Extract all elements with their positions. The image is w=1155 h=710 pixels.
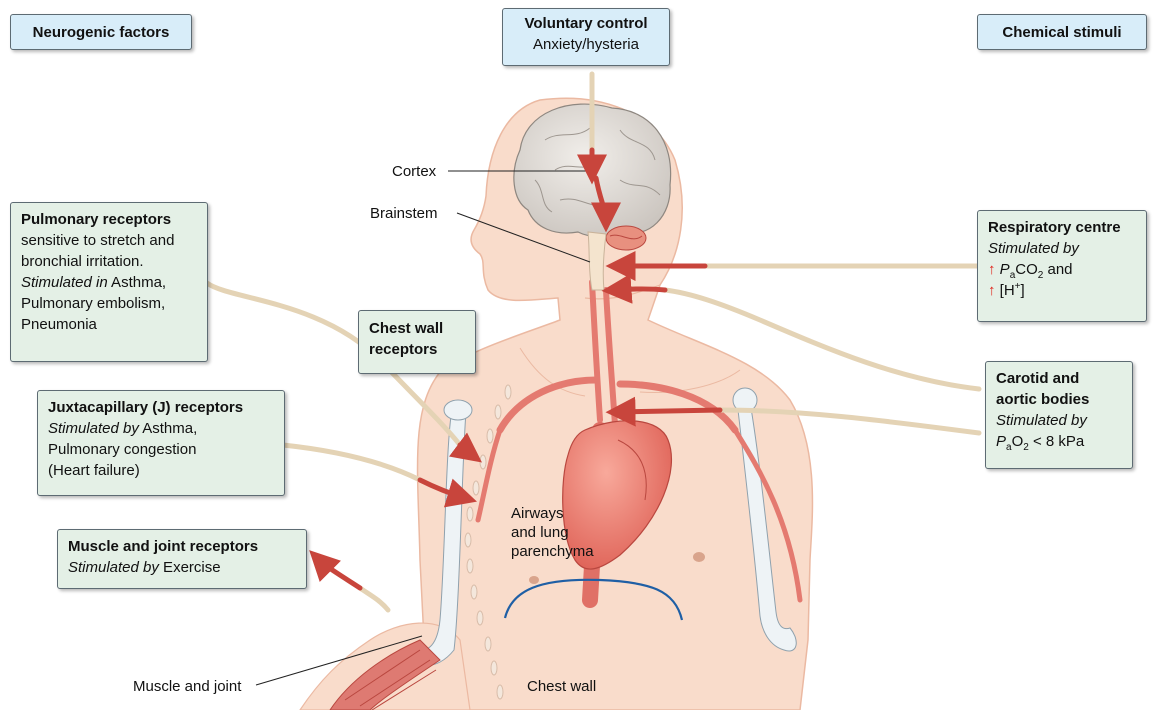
neurogenic-factors-title: Neurogenic factors xyxy=(21,22,181,43)
respiratory-and: and xyxy=(1043,261,1072,278)
muscle-joint-line1-italic: Stimulated by xyxy=(68,559,159,576)
chest-wall-receptors-box: Chest wall receptors xyxy=(358,310,476,374)
respiratory-line2: ↑ PaCO2 and xyxy=(988,259,1136,280)
pulmonary-line3-italic: Stimulated in xyxy=(21,274,108,291)
brainstem-label: Brainstem xyxy=(370,204,438,223)
carotid-o: O xyxy=(1012,433,1024,450)
juxtacapillary-receptors-box: Juxtacapillary (J) receptors Stimulated … xyxy=(37,390,285,496)
airways-label-1: Airways xyxy=(511,504,564,523)
respiratory-h-open: [H xyxy=(1000,282,1015,299)
voluntary-control-text: Anxiety/hysteria xyxy=(513,34,659,55)
airways-label-2: and lung xyxy=(511,523,569,542)
respiratory-line1: Stimulated by xyxy=(988,238,1136,259)
chemical-stimuli-title: Chemical stimuli xyxy=(988,22,1136,43)
muscle-joint-line1: Stimulated by Exercise xyxy=(68,557,296,578)
carotid-aortic-box: Carotid and aortic bodies Stimulated by … xyxy=(985,361,1133,469)
pulmonary-receptors-box: Pulmonary receptors sensitive to stretch… xyxy=(10,202,208,362)
cortex-label: Cortex xyxy=(392,162,436,181)
respiratory-p: P xyxy=(1000,261,1010,278)
respiratory-line3: ↑ [H+] xyxy=(988,280,1136,301)
juxtacapillary-line1: Stimulated by Asthma, xyxy=(48,418,274,439)
carotid-p: P xyxy=(996,433,1006,450)
chemical-stimuli-header: Chemical stimuli xyxy=(977,14,1147,50)
carotid-rest: < 8 kPa xyxy=(1029,433,1084,450)
voluntary-control-title: Voluntary control xyxy=(513,13,659,34)
up-arrow-icon: ↑ xyxy=(988,261,996,278)
chest-wall-receptors-line2: receptors xyxy=(369,339,465,360)
pulmonary-line3: Stimulated in Asthma, xyxy=(21,272,197,293)
respiratory-centre-box: Respiratory centre Stimulated by ↑ PaCO2… xyxy=(977,210,1147,322)
neurogenic-factors-header: Neurogenic factors xyxy=(10,14,192,50)
carotid-line4: PaO2 < 8 kPa xyxy=(996,431,1122,452)
airways-label-3: parenchyma xyxy=(511,542,594,561)
carotid-line2: aortic bodies xyxy=(996,389,1122,410)
juxtacapillary-line3: (Heart failure) xyxy=(48,460,274,481)
pulmonary-line5: Pneumonia xyxy=(21,314,197,335)
pulmonary-line3-rest: Asthma, xyxy=(108,274,166,291)
muscle-joint-label: Muscle and joint xyxy=(133,677,241,696)
pulmonary-line4: Pulmonary embolism, xyxy=(21,293,197,314)
juxtacapillary-title: Juxtacapillary (J) receptors xyxy=(48,397,274,418)
juxtacapillary-line1-italic: Stimulated by xyxy=(48,420,139,437)
chest-wall-receptors-line1: Chest wall xyxy=(369,318,465,339)
pulmonary-receptors-title: Pulmonary receptors xyxy=(21,209,197,230)
muscle-joint-line1-rest: Exercise xyxy=(159,559,221,576)
pulmonary-line1: sensitive to stretch and xyxy=(21,230,197,251)
muscle-joint-receptors-box: Muscle and joint receptors Stimulated by… xyxy=(57,529,307,589)
juxtacapillary-line2: Pulmonary congestion xyxy=(48,439,274,460)
muscle-joint-title: Muscle and joint receptors xyxy=(68,536,296,557)
carotid-line1: Carotid and xyxy=(996,368,1122,389)
voluntary-control-box: Voluntary control Anxiety/hysteria xyxy=(502,8,670,66)
pulmonary-line2: bronchial irritation. xyxy=(21,251,197,272)
respiratory-co: CO xyxy=(1015,261,1038,278)
juxtacapillary-line1-rest: Asthma, xyxy=(139,420,197,437)
carotid-line3: Stimulated by xyxy=(996,410,1122,431)
respiratory-h-close: ] xyxy=(1021,282,1025,299)
up-arrow-icon: ↑ xyxy=(988,282,996,299)
respiratory-centre-title: Respiratory centre xyxy=(988,217,1136,238)
chest-wall-label: Chest wall xyxy=(527,677,596,696)
